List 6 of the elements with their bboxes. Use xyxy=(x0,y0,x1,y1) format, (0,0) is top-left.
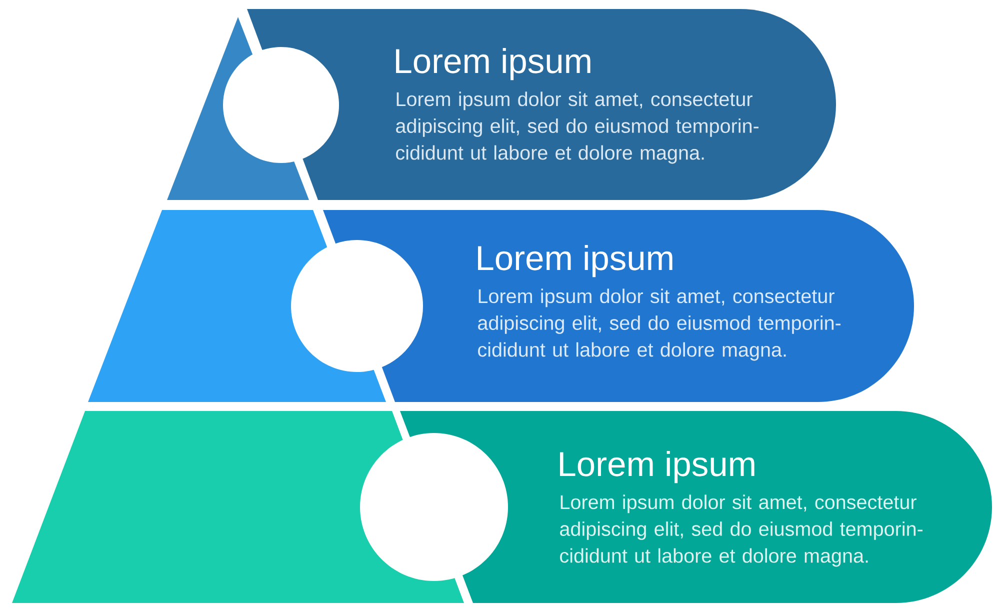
heading: Lorem ipsum xyxy=(478,245,672,278)
body-text: Lorem ipsum dolor sit amet, consectetur adipiscing elit, sed do eiusmod temporin- cididunt ut labore et dolore magna. xyxy=(560,494,923,567)
heading: Lorem ipsum xyxy=(560,451,754,484)
heading: Lorem ipsum xyxy=(396,48,590,80)
body-text: Lorem ipsum dolor sit amet, consectetur adipiscing elit, sed do eiusmod temporin- cididunt ut labore et dolore magna. xyxy=(478,288,841,361)
body-text: Lorem ipsum dolor sit amet, consectetur adipiscing elit, sed do eiusmod temporin- cididunt ut labore et dolore magna. xyxy=(396,92,759,164)
